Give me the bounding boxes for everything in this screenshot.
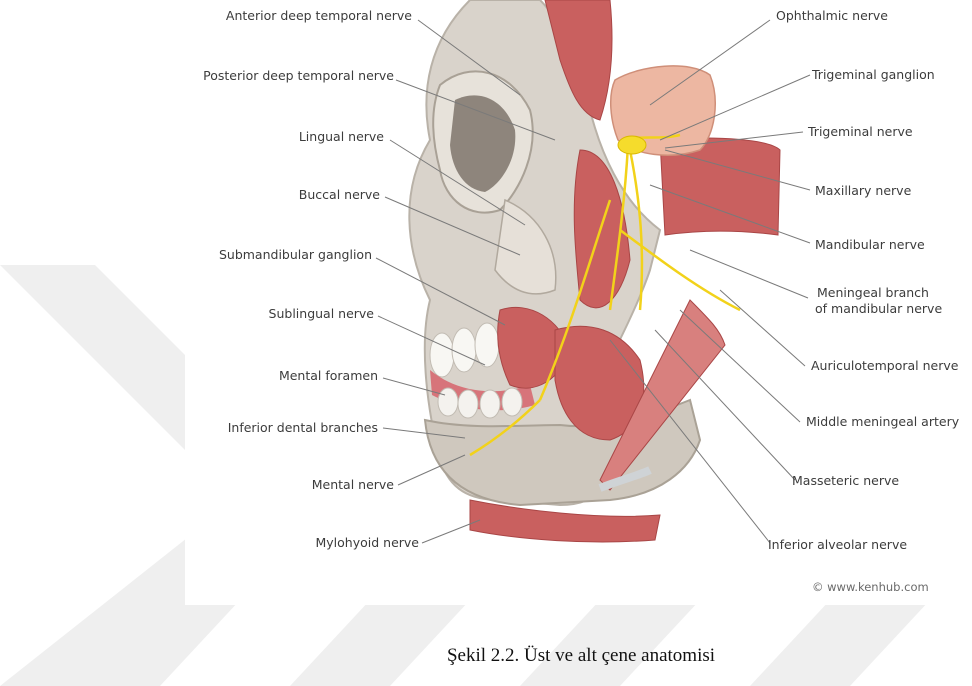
label-mylohyoid-nerve: Mylohyoid nerve (316, 535, 420, 550)
label-inferior-dental-branches: Inferior dental branches (228, 420, 378, 435)
label-buccal-nerve: Buccal nerve (299, 187, 380, 202)
credit-text: © www.kenhub.com (812, 580, 929, 594)
label-of-mandibular-nerve: of mandibular nerve (815, 301, 942, 316)
label-posterior-deep-temporal-nerve: Posterior deep temporal nerve (203, 68, 394, 83)
label-mental-foramen: Mental foramen (279, 368, 378, 383)
label-anterior-deep-temporal-nerve: Anterior deep temporal nerve (226, 8, 412, 23)
label-trigeminal-ganglion: Trigeminal ganglion (812, 67, 935, 82)
label-middle-meningeal-artery: Middle meningeal artery (806, 414, 959, 429)
label-mental-nerve: Mental nerve (312, 477, 394, 492)
label-sublingual-nerve: Sublingual nerve (269, 306, 374, 321)
label-mandibular-nerve: Mandibular nerve (815, 237, 925, 252)
label-ophthalmic-nerve: Ophthalmic nerve (776, 8, 888, 23)
label-submandibular-ganglion: Submandibular ganglion (219, 247, 372, 262)
label-trigeminal-nerve: Trigeminal nerve (808, 124, 913, 139)
label-maxillary-nerve: Maxillary nerve (815, 183, 911, 198)
label-meningeal-branch: Meningeal branch (817, 285, 929, 300)
label-masseteric-nerve: Masseteric nerve (792, 473, 899, 488)
label-inferior-alveolar-nerve: Inferior alveolar nerve (768, 537, 907, 552)
label-auriculotemporal-nerve: Auriculotemporal nerve (811, 358, 958, 373)
figure-caption: Şekil 2.2. Üst ve alt çene anatomisi (0, 645, 972, 667)
trigeminal-ganglion-mark (618, 136, 646, 154)
label-lingual-nerve: Lingual nerve (299, 129, 384, 144)
